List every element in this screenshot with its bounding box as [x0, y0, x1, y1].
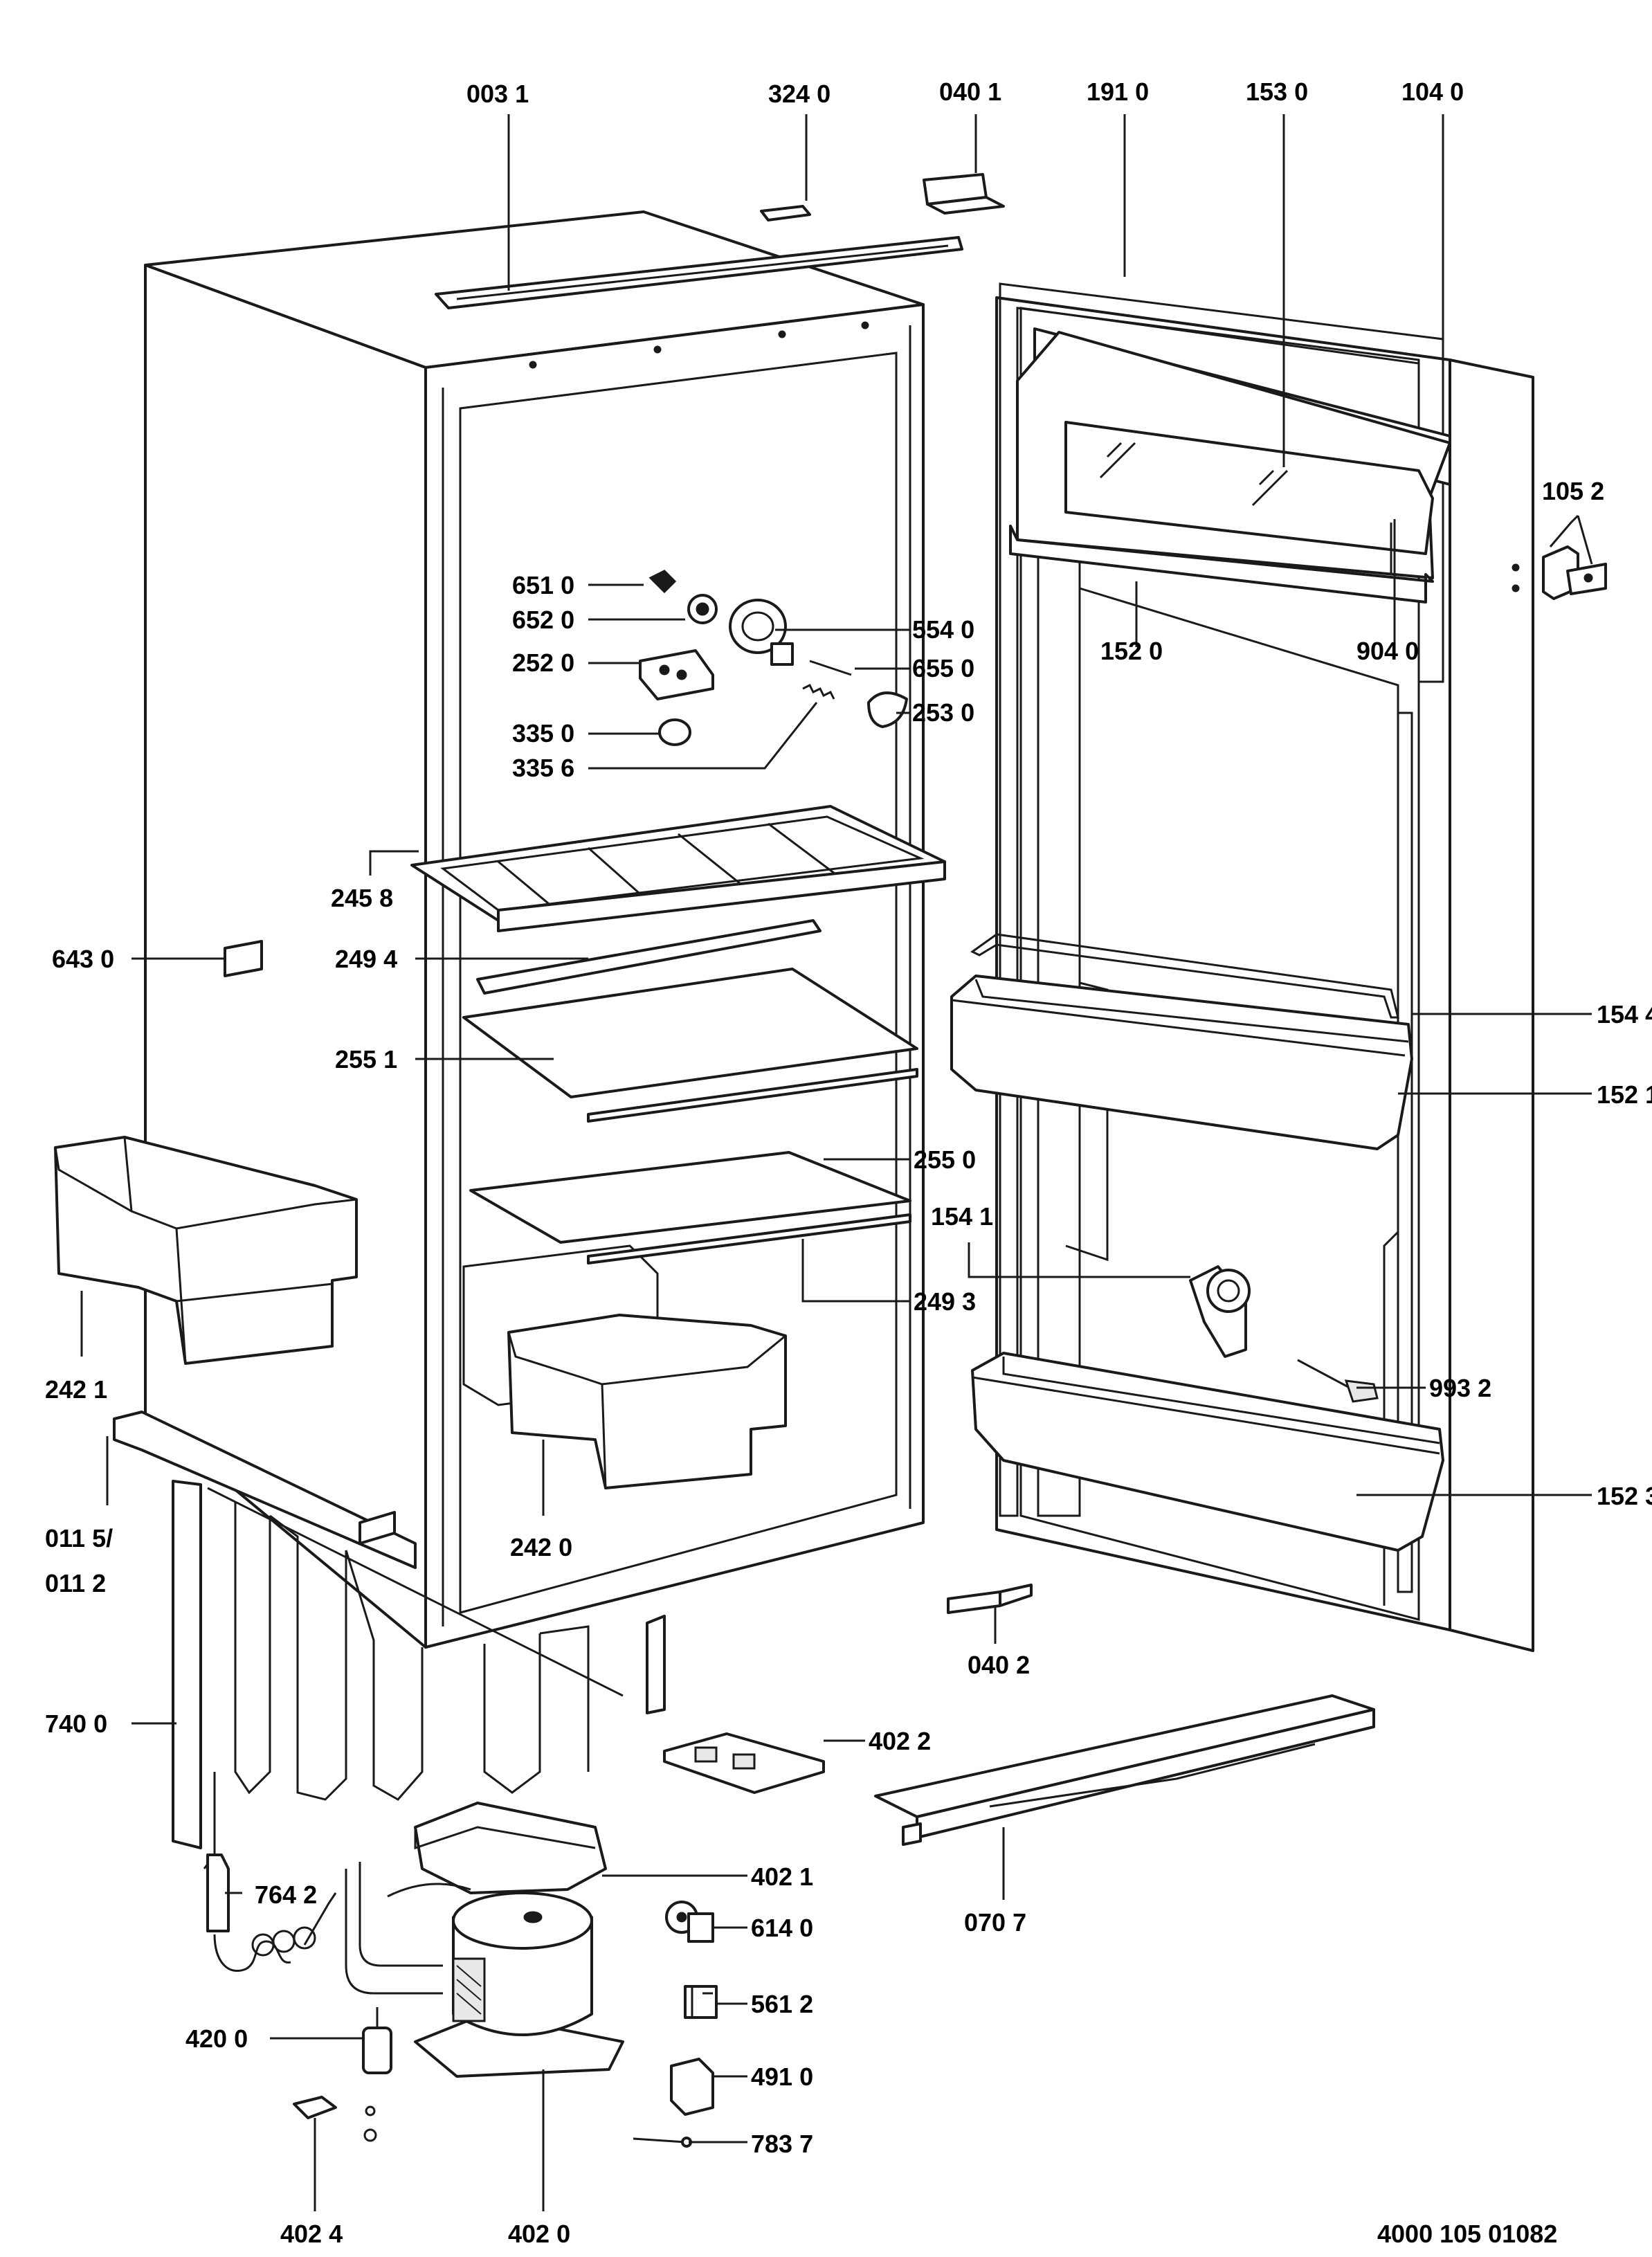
- label-402-1: 402 1: [751, 1862, 813, 1891]
- label-614-0: 614 0: [751, 1914, 813, 1942]
- label-651-0: 651 0: [512, 571, 574, 599]
- label-402-4: 402 4: [280, 2220, 343, 2248]
- label-105-2: 105 2: [1542, 477, 1604, 505]
- door-assembly: [995, 282, 1534, 1652]
- label-245-8: 245 8: [331, 884, 393, 912]
- upper-glass-shelf: [462, 968, 918, 1098]
- label-153-0: 153 0: [1246, 78, 1308, 106]
- leader-lines: [80, 114, 1593, 2211]
- top-shelf-grid: [410, 805, 946, 932]
- small-pin: [633, 2137, 692, 2148]
- thermostat-lamp-group: [639, 570, 908, 746]
- label-324-0: 324 0: [768, 80, 830, 108]
- label-554-0: 554 0: [912, 615, 974, 644]
- label-402-2: 402 2: [869, 1727, 931, 1755]
- label-255-0: 255 0: [914, 1145, 976, 1174]
- label-402-0: 402 0: [508, 2220, 570, 2248]
- label-152-0: 152 0: [1100, 637, 1163, 665]
- label-011-2: 011 2: [45, 1569, 106, 1597]
- label-249-3: 249 3: [914, 1287, 976, 1316]
- relay-part: [665, 1901, 714, 1943]
- label-491-0: 491 0: [751, 2063, 813, 2091]
- side-label-plate: [224, 940, 263, 977]
- top-clip-part: [760, 205, 811, 221]
- label-040-2: 040 2: [968, 1651, 1030, 1679]
- top-cover-strip: [435, 236, 963, 309]
- label-783-7: 783 7: [751, 2130, 813, 2158]
- door-small-part: [1297, 1359, 1379, 1403]
- label-249-4: 249 4: [335, 945, 397, 973]
- label-154-1: 154 1: [931, 1202, 993, 1231]
- upper-shelf-trim: [476, 919, 822, 995]
- label-652-0: 652 0: [512, 606, 574, 634]
- label-152-3: 152 3: [1597, 1482, 1652, 1510]
- upper-door-shelf: [950, 975, 1413, 1150]
- document-number: 4000 105 01082: [1377, 2220, 1557, 2248]
- lower-door-shelf: [971, 1352, 1444, 1552]
- condenser: [172, 1480, 666, 1849]
- lower-hinge-bracket: [947, 1584, 1033, 1614]
- label-335-6: 335 6: [512, 754, 574, 782]
- capacitor: [362, 2007, 392, 2074]
- side-hinge: [1512, 545, 1607, 600]
- label-242-0: 242 0: [510, 1533, 572, 1561]
- label-255-1: 255 1: [335, 1045, 397, 1073]
- label-764-2: 764 2: [255, 1880, 317, 1909]
- label-242-1: 242 1: [45, 1375, 107, 1404]
- label-252-0: 252 0: [512, 649, 574, 677]
- compressor: [345, 1862, 624, 2078]
- label-420-0: 420 0: [185, 2024, 248, 2053]
- door-bottle-rail: [970, 933, 1399, 1019]
- filter-dryer-coil: [203, 1772, 316, 1972]
- label-904-0: 904 0: [1356, 637, 1419, 665]
- egg-holder: [1189, 1265, 1251, 1358]
- lower-glass-shelf: [469, 1151, 911, 1244]
- label-655-0: 655 0: [912, 654, 974, 682]
- label-253-0: 253 0: [912, 698, 974, 727]
- label-104-0: 104 0: [1401, 78, 1464, 106]
- inner-crisper-drawer: [507, 1314, 787, 1489]
- label-152-1: 152 1: [1597, 1080, 1652, 1109]
- label-561-2: 561 2: [751, 1990, 813, 2018]
- mounting-clip: [293, 2096, 377, 2142]
- callout-labels: 003 1 324 0 040 1 191 0 153 0 104 0 105 …: [45, 78, 1652, 2248]
- label-993-2: 993 2: [1429, 1374, 1491, 1402]
- label-040-1: 040 1: [939, 78, 1001, 106]
- label-003-1: 003 1: [466, 80, 529, 108]
- label-154-4: 154 4: [1597, 1000, 1652, 1028]
- left-crisper-drawer: [54, 1136, 358, 1365]
- label-643-0: 643 0: [52, 945, 114, 973]
- evaporator-tray: [663, 1732, 825, 1794]
- front-base-profile: [874, 1694, 1375, 1846]
- terminal-cover: [670, 2058, 714, 2116]
- upper-hinge-bracket: [923, 173, 1005, 215]
- label-740-0: 740 0: [45, 1710, 107, 1738]
- label-070-7: 070 7: [964, 1908, 1026, 1937]
- label-335-0: 335 0: [512, 719, 574, 747]
- label-191-0: 191 0: [1087, 78, 1149, 106]
- base-rail: [113, 1411, 417, 1569]
- label-011-5: 011 5/: [45, 1524, 113, 1552]
- overload-protector: [684, 1985, 718, 2019]
- compressor-bracket: [414, 1802, 607, 1894]
- dairy-compartment: [1009, 327, 1451, 604]
